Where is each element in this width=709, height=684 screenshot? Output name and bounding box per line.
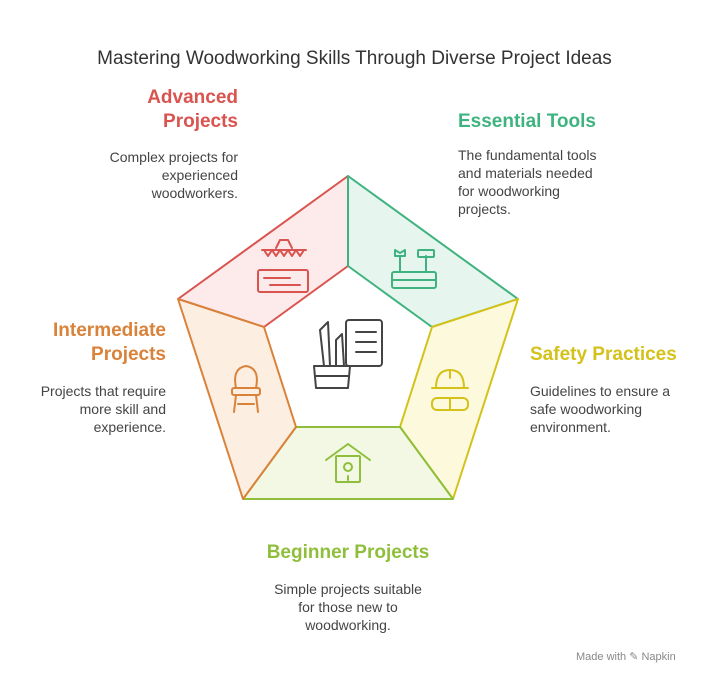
intermediate-label-line2: Projects	[91, 344, 166, 365]
beginner-desc-line1: Simple projects suitable	[274, 581, 422, 597]
essential-label-line1: Essential Tools	[458, 111, 596, 132]
advanced-desc-line2: experienced	[161, 167, 238, 183]
safety-label-line1: Safety Practices	[530, 344, 677, 365]
essential-desc-line2: and materials needed	[458, 165, 593, 181]
segment-intermediate	[177, 298, 297, 500]
advanced-label-line2: Projects	[163, 111, 238, 132]
safety-practices-description: Guidelines to ensure a safe woodworking …	[530, 382, 705, 436]
page-title: Mastering Woodworking Skills Through Div…	[97, 48, 612, 69]
safety-desc-line1: Guidelines to ensure a	[530, 383, 671, 399]
advanced-label-line1: Advanced	[147, 87, 238, 108]
intermediate-label-line1: Intermediate	[53, 320, 166, 341]
intermediate-projects-description: Projects that require more skill and exp…	[6, 382, 166, 436]
advanced-desc-line1: Complex projects for	[109, 149, 238, 165]
advanced-projects-label: Advanced Projects	[58, 86, 238, 134]
saw-wood-icon	[257, 239, 309, 293]
beginner-desc-line3: woodworking.	[305, 617, 391, 633]
advanced-projects-description: Complex projects for experienced woodwor…	[38, 148, 238, 202]
hardhat-goggles-icon	[431, 369, 469, 411]
beginner-projects-label: Beginner Projects	[228, 541, 468, 565]
beginner-label-line1: Beginner Projects	[266, 542, 430, 563]
toolbox-icon	[391, 249, 437, 289]
essential-desc-line3: for woodworking	[458, 183, 560, 199]
advanced-desc-line3: woodworkers.	[151, 185, 238, 201]
napkin-watermark: Made with ✎ Napkin	[576, 651, 676, 663]
beginner-desc-line2: for those new to	[298, 599, 398, 615]
essential-desc-line4: projects.	[458, 201, 511, 217]
essential-tools-label: Essential Tools	[458, 110, 678, 134]
safety-desc-line2: safe woodworking	[530, 401, 643, 417]
birdhouse-icon	[325, 443, 371, 483]
intermediate-desc-line2: more skill and	[79, 401, 166, 417]
safety-desc-line3: environment.	[530, 419, 611, 435]
intermediate-desc-line1: Projects that require	[40, 383, 166, 399]
safety-practices-label: Safety Practices	[530, 343, 705, 367]
essential-tools-description: The fundamental tools and materials need…	[458, 146, 678, 218]
intermediate-desc-line3: experience.	[93, 419, 166, 435]
beginner-projects-description: Simple projects suitable for those new t…	[228, 580, 468, 634]
tools-document-icon	[313, 319, 383, 389]
essential-desc-line1: The fundamental tools	[458, 147, 597, 163]
chair-icon	[231, 365, 261, 413]
intermediate-projects-label: Intermediate Projects	[6, 319, 166, 367]
